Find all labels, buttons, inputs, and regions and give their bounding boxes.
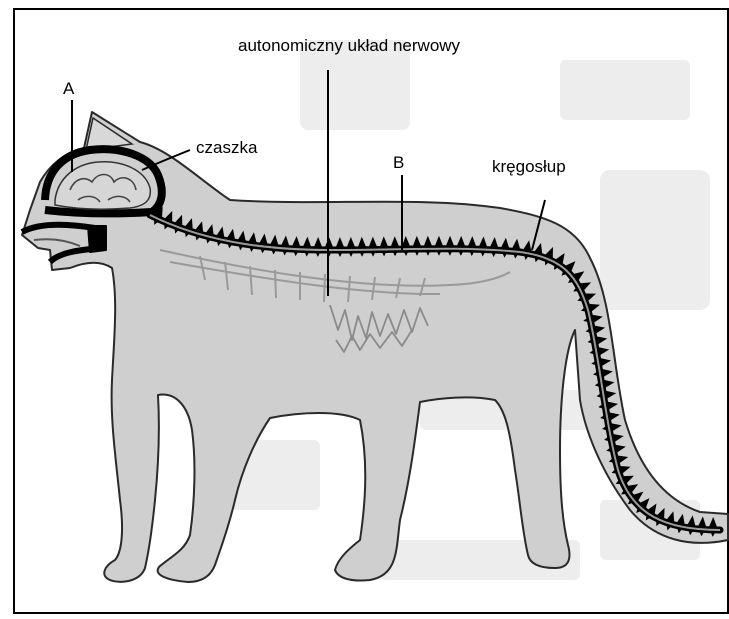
label-spine: kręgosłup bbox=[492, 157, 566, 176]
label-autonomic-nervous-system: autonomiczny układ nerwowy bbox=[238, 36, 461, 55]
label-skull: czaszka bbox=[196, 138, 258, 157]
label-b: B bbox=[393, 153, 404, 172]
label-a: A bbox=[63, 79, 75, 98]
